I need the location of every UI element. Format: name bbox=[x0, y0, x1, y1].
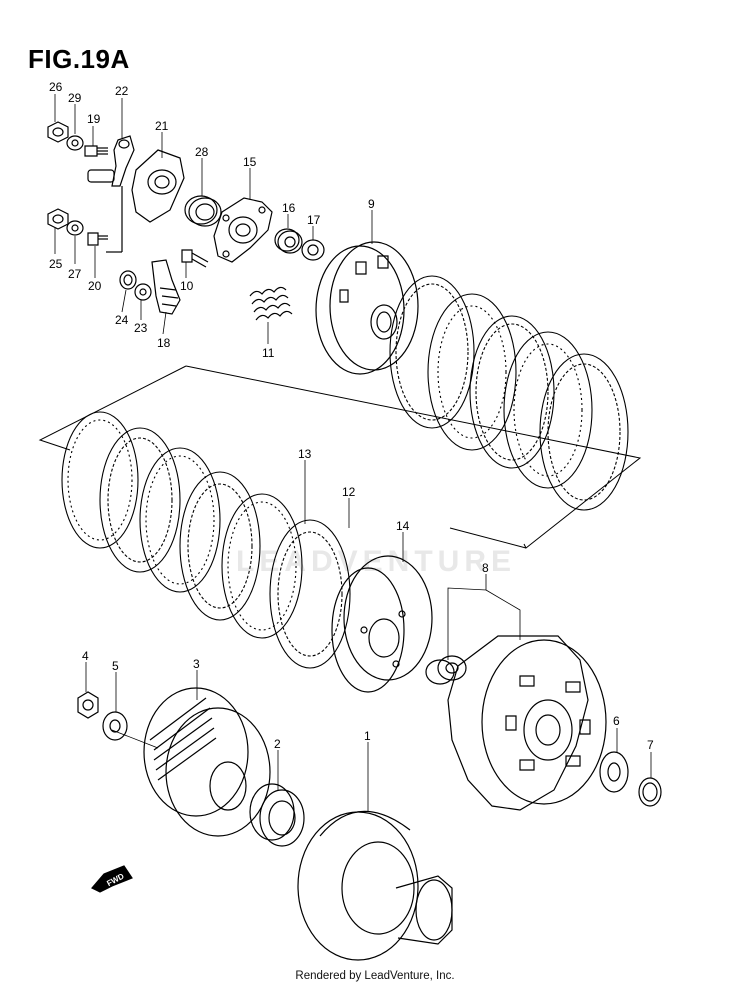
part-29-washer bbox=[67, 136, 83, 150]
callout-6: 6 bbox=[613, 714, 620, 728]
callout-11: 11 bbox=[262, 346, 275, 360]
lower-plate-stack bbox=[62, 412, 350, 668]
part-15-lifter-plate bbox=[214, 198, 272, 262]
callout-2: 2 bbox=[274, 737, 281, 751]
part-18-pinion-arm bbox=[152, 260, 180, 314]
callout-14: 14 bbox=[396, 519, 410, 533]
figure-title: FIG.19A bbox=[28, 44, 130, 74]
part-27-washer bbox=[67, 221, 83, 235]
callout-8: 8 bbox=[482, 561, 489, 575]
part-16-bearing bbox=[275, 229, 302, 253]
callout-19: 19 bbox=[87, 112, 101, 126]
part-19-bolt bbox=[85, 146, 108, 156]
watermark: LEADVENTURE bbox=[236, 545, 517, 578]
part-8-clutch-housing bbox=[448, 636, 606, 810]
part-22-release-arm bbox=[88, 136, 134, 252]
part-8-spacer bbox=[426, 656, 466, 684]
callout-27: 27 bbox=[68, 267, 82, 281]
part-11-springs bbox=[250, 287, 292, 320]
part-5-washer bbox=[103, 712, 127, 740]
part-9-pressure-plate bbox=[316, 242, 418, 374]
part-24-circlip bbox=[120, 271, 136, 289]
part-21-release-cover bbox=[132, 150, 184, 222]
callout-29: 29 bbox=[68, 91, 82, 105]
callout-21: 21 bbox=[155, 119, 169, 133]
fwd-arrow-icon bbox=[92, 866, 132, 892]
callout-9: 9 bbox=[368, 197, 375, 211]
part-26-nut bbox=[48, 122, 68, 142]
leader-lines bbox=[55, 94, 651, 812]
part-14-plate bbox=[332, 556, 432, 692]
part-10-bolt bbox=[182, 250, 208, 267]
callouts: 26 29 19 22 21 28 15 16 17 9 25 27 20 10… bbox=[49, 80, 654, 752]
part-2-one-way-clutch bbox=[250, 784, 304, 846]
callout-22: 22 bbox=[115, 84, 129, 98]
callout-24: 24 bbox=[115, 313, 129, 327]
part-25-nut bbox=[48, 209, 68, 229]
callout-1: 1 bbox=[364, 729, 371, 743]
callout-23: 23 bbox=[134, 321, 148, 335]
callout-17: 17 bbox=[307, 213, 321, 227]
callout-10: 10 bbox=[180, 279, 194, 293]
callout-5: 5 bbox=[112, 659, 119, 673]
callout-7: 7 bbox=[647, 738, 654, 752]
callout-18: 18 bbox=[157, 336, 171, 350]
plate-bracket bbox=[186, 366, 640, 548]
callout-3: 3 bbox=[193, 657, 200, 671]
part-17-washer bbox=[302, 240, 324, 260]
callout-25: 25 bbox=[49, 257, 63, 271]
callout-28: 28 bbox=[195, 145, 209, 159]
part-4-nut bbox=[78, 692, 98, 718]
part-3-clutch-hub bbox=[144, 688, 270, 836]
callout-15: 15 bbox=[243, 155, 257, 169]
callout-13: 13 bbox=[298, 447, 312, 461]
upper-plate-stack bbox=[390, 276, 628, 510]
part-1-clutch-drum bbox=[298, 811, 452, 960]
footer-credit: Rendered by LeadVenture, Inc. bbox=[295, 970, 455, 982]
callout-4: 4 bbox=[82, 649, 89, 663]
part-6-washer bbox=[600, 752, 628, 792]
part-28-bearing bbox=[185, 196, 221, 226]
callout-16: 16 bbox=[282, 201, 296, 215]
part-7-circlip bbox=[639, 778, 661, 806]
callout-12: 12 bbox=[342, 485, 356, 499]
callout-26: 26 bbox=[49, 80, 63, 94]
part-23-washer bbox=[135, 284, 151, 300]
part-20-bolt bbox=[88, 233, 108, 245]
callout-20: 20 bbox=[88, 279, 102, 293]
